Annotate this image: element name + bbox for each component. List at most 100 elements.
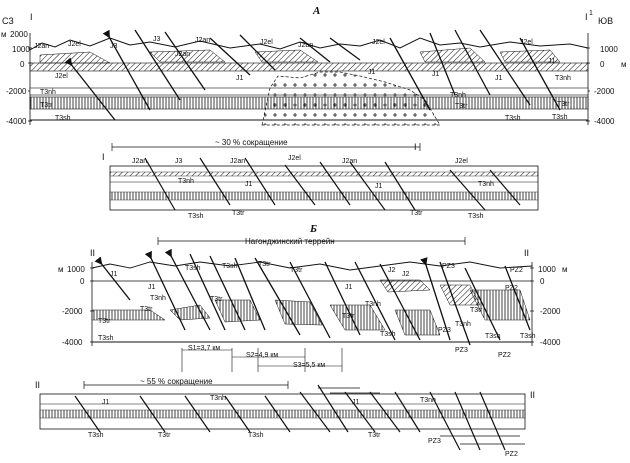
label-pz3: PZ3 — [442, 263, 455, 270]
label-j1: J1 — [102, 399, 110, 406]
elev-b-left-minus-4000: -4000 — [62, 338, 83, 347]
label-pz3: PZ3 — [438, 327, 451, 334]
label-j2el: J2el — [68, 41, 81, 48]
label-j1: J1 — [345, 284, 353, 291]
elev-b-right-minus-2000: -2000 — [540, 307, 561, 316]
label-j3: J3 — [110, 43, 118, 50]
elev-right-0: 0 — [600, 60, 605, 69]
restored-t3tr-band — [109, 191, 539, 201]
panel-a2-shortening: ~ 30 % сокращение — [215, 138, 288, 147]
label-t3tr: T3tr — [158, 432, 171, 439]
panel-b2-section-left: II — [35, 380, 40, 390]
label-j2el: J2el — [455, 158, 468, 165]
panel-a-unit-right: м — [621, 60, 627, 69]
label-j2el-lower: J2el — [55, 73, 68, 80]
elev-left-0: 0 — [20, 60, 25, 69]
panel-a-section-right-prime: 1 — [589, 10, 593, 17]
label-j1: J1 — [148, 284, 156, 291]
label-t3sh: T3sh — [88, 432, 104, 439]
label-j2an: J2an — [342, 158, 357, 165]
elev-b-left-minus-2000: -2000 — [62, 307, 83, 316]
panel-b: Б Нагонджинский террейн II II м 1000 0 -… — [58, 223, 568, 372]
label-t3sh: T3sh — [485, 333, 501, 340]
thrust-faults-b — [94, 248, 531, 346]
label-j1: J1 — [432, 71, 440, 78]
label-j3: J3 — [175, 158, 183, 165]
panel-a-restored: I I ~ 30 % сокращение J2an J3 J2an J2el … — [102, 138, 539, 220]
label-t3tr: T3tr — [470, 307, 483, 314]
label-t3sh: T3sh — [380, 331, 396, 338]
hatched-wedge — [419, 47, 486, 63]
elev-left-minus-2000: -2000 — [6, 87, 27, 96]
label-j1: J1 — [110, 271, 118, 278]
panel-b2-shortening: ~ 55 % сокращение — [140, 377, 213, 386]
label-t3sh: T3sh — [520, 333, 536, 340]
label-j2: J2 — [388, 267, 396, 274]
label-t3tr: T3tr — [98, 318, 111, 325]
label-j2: J2 — [402, 271, 410, 278]
label-pz2: PZ2 — [498, 352, 511, 359]
label-t3sh: T3sh — [505, 115, 521, 122]
label-t3tr: T3tr — [40, 102, 53, 109]
panel-a-section-left: I — [30, 12, 33, 22]
label-t3tr: T3tr — [210, 296, 223, 303]
hatched-wedge — [39, 51, 111, 64]
t3tr-block — [91, 309, 166, 321]
panel-b2-section-right: II — [530, 390, 535, 400]
label-pz2: PZ2 — [505, 285, 518, 292]
elev-b-right-0: 0 — [540, 277, 545, 286]
label-t3nh: T3nh — [150, 295, 166, 302]
label-j1: J1 — [368, 69, 376, 76]
label-j2an: J2an — [132, 158, 147, 165]
panel-a-unit-left: м — [1, 30, 7, 39]
panel-a-right-direction: ЮВ — [598, 16, 613, 26]
label-t3nh: T3nh — [210, 395, 226, 402]
label-j2el: J2el — [372, 39, 385, 46]
panel-b-section-right: II — [524, 248, 529, 258]
t3tr-block — [274, 299, 323, 326]
hatched-wedge — [499, 49, 561, 63]
label-t3tr: T3tr — [258, 261, 271, 268]
t3tr-block — [329, 304, 386, 331]
panel-b-section-left: II — [90, 248, 95, 258]
panel-b-terrane: Нагонджинский террейн — [245, 237, 335, 246]
elev-b-left-0: 0 — [80, 277, 85, 286]
label-t3tr: T3tr — [140, 306, 153, 313]
label-t3tr: T3tr — [410, 210, 423, 217]
elev-b-left-1000: 1000 — [67, 265, 85, 274]
s3-label: S3=5,5 км — [293, 362, 325, 369]
label-pz3: PZ3 — [455, 347, 468, 354]
label-j2an: J2an — [298, 42, 313, 49]
hatched-wedge — [149, 49, 226, 63]
label-j2el: J2el — [520, 39, 533, 46]
shortening-dimensions: S1=3,7 км S2=4,9 км S3=5,5 км — [181, 345, 343, 372]
hatched-wedge — [379, 279, 431, 293]
panel-a2-section-left: I — [102, 152, 105, 162]
elev-left-1000: 1000 — [12, 45, 30, 54]
label-t3nh: T3nh — [365, 301, 381, 308]
label-t3nh: T3nh — [478, 181, 494, 188]
label-t3tr: T3tr — [290, 267, 303, 274]
label-j1: J1 — [352, 399, 360, 406]
panel-a-letter: А — [312, 5, 320, 17]
label-t3tr: T3tr — [232, 210, 245, 217]
elev-right-minus-2000: -2000 — [594, 87, 615, 96]
t3tr-block — [469, 289, 531, 321]
label-pz2: PZ2 — [510, 267, 523, 274]
label-t3tr: T3tr — [455, 103, 468, 110]
label-j2an: J2an — [230, 158, 245, 165]
label-t3sh: T3sh — [222, 263, 238, 270]
label-pz3: PZ3 — [428, 438, 441, 445]
label-j2el: J2el — [288, 155, 301, 162]
label-t3sh: T3sh — [552, 114, 568, 121]
restored-faults-b — [74, 384, 506, 451]
elev-b-right-minus-4000: -4000 — [540, 338, 561, 347]
label-j2an: J2an — [195, 37, 210, 44]
label-j2an: J2an — [175, 51, 190, 58]
elev-right-1000: 1000 — [600, 45, 618, 54]
label-t3sh: T3sh — [55, 115, 71, 122]
label-t3sh: T3sh — [188, 213, 204, 220]
label-j1: J1 — [245, 181, 253, 188]
hatched-jurassic-band — [29, 62, 589, 72]
